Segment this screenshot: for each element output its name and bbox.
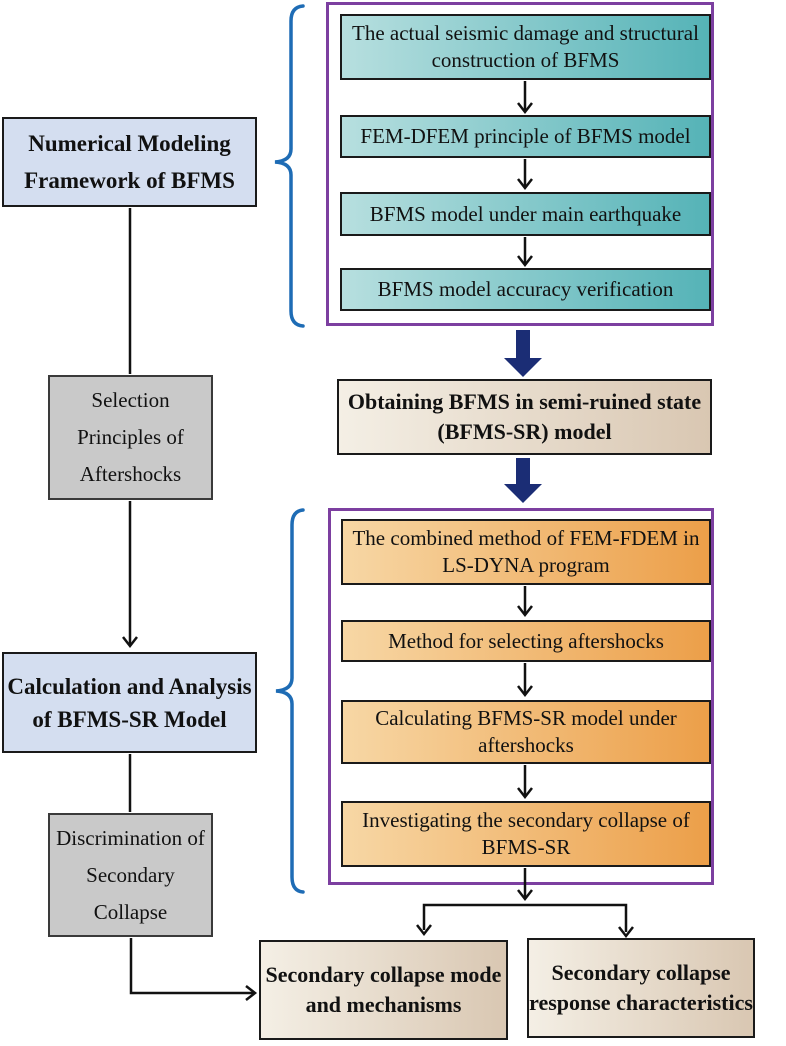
modeling-step-3: BFMS model under main earthquake [340,192,711,236]
brace-modeling-group-icon [274,4,305,328]
discrimination-box: Discrimination of Secondary Collapse [48,813,213,937]
modeling-group-panel [326,2,714,326]
outcome-response-label: Secondary collapse response characterist… [529,960,753,1015]
calculation-analysis-label: Calculation and Analysis of BFMS-SR Mode… [7,673,252,732]
outcome-mode-label: Secondary collapse mode and mechanisms [265,962,502,1017]
calculation-analysis-box: Calculation and Analysis of BFMS-SR Mode… [2,652,257,753]
modeling-step-4: BFMS model accuracy verification [340,268,711,311]
analysis-step-2: Method for selecting aftershocks [341,620,711,662]
framework-box: Numerical Modeling Framework of BFMS [2,117,257,207]
analysis-step-4-label: Investigating the secondary collapse of … [362,808,690,859]
modeling-step-2-label: FEM-DFEM principle of BFMS model [360,124,691,148]
selection-principles-box: Selection Principles of Aftershocks [48,375,213,500]
analysis-step-2-label: Method for selecting aftershocks [388,628,664,653]
bold-arrow-to-analysis-icon [504,458,542,503]
arrowhead-down-icon [618,926,634,939]
transition-box: Obtaining BFMS in semi-ruined state (BFM… [337,379,712,455]
analysis-step-1-label: The combined method of FEM-FDEM in LS-DY… [352,526,700,577]
analysis-step-1: The combined method of FEM-FDEM in LS-DY… [341,519,711,585]
bold-arrow-to-transition-icon [504,330,542,377]
modeling-step-2: FEM-DFEM principle of BFMS model [340,115,711,158]
elbow-discrimination-to-outcome [129,938,253,995]
analysis-step-3-label: Calculating BFMS-SR model under aftersho… [375,706,677,757]
outcome-mode-box: Secondary collapse mode and mechanisms [259,940,508,1040]
modeling-step-1: The actual seismic damage and structural… [340,14,711,80]
selection-principles-label: Selection Principles of Aftershocks [77,388,184,486]
brace-analysis-group-icon [275,508,305,894]
modeling-step-3-label: BFMS model under main earthquake [369,201,682,226]
analysis-step-4: Investigating the secondary collapse of … [341,801,711,867]
outcome-response-box: Secondary collapse response characterist… [527,938,755,1038]
discrimination-label: Discrimination of Secondary Collapse [56,825,205,924]
arrowhead-down-icon [122,636,138,649]
framework-label: Numerical Modeling Framework of BFMS [24,131,235,193]
split-connector-to-outcomes [422,903,628,932]
analysis-step-3: Calculating BFMS-SR model under aftersho… [341,700,711,764]
arrowhead-right-icon [245,985,258,1001]
transition-label: Obtaining BFMS in semi-ruined state (BFM… [347,389,702,444]
modeling-step-4-label: BFMS model accuracy verification [377,277,674,301]
arrowhead-down-icon [517,889,533,902]
analysis-group-panel [328,508,714,885]
group-braces [274,4,305,894]
arrowhead-down-icon [416,924,432,937]
modeling-step-1-label: The actual seismic damage and structural… [352,21,699,72]
